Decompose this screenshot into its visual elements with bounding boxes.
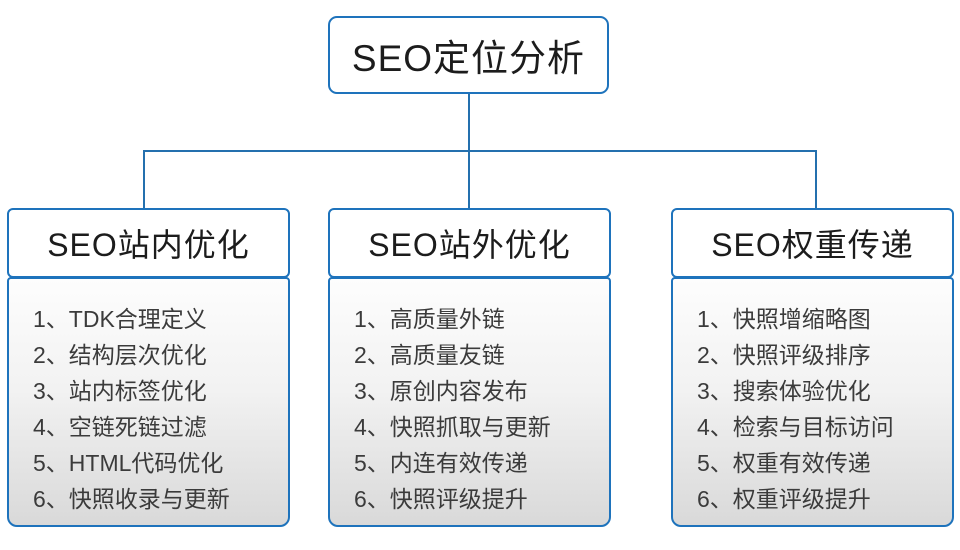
branch-title: SEO站内优化 [47, 227, 250, 263]
connector-drop-right [815, 150, 817, 208]
list-item: 5、权重有效传递 [697, 450, 871, 476]
list-item: 6、快照评级提升 [354, 486, 528, 512]
list-item: 3、原创内容发布 [354, 378, 528, 404]
connector-drop-left [143, 150, 145, 208]
list-item: 1、快照增缩略图 [697, 306, 871, 332]
connector-drop-middle [468, 150, 470, 208]
branch-onsite-optimization: SEO站内优化 1、TDK合理定义 2、结构层次优化 3、站内标签优化 4、空链… [7, 208, 290, 527]
root-node: SEO定位分析 [328, 16, 609, 94]
list-item: 6、权重评级提升 [697, 486, 871, 512]
branch-title: SEO权重传递 [711, 227, 914, 263]
connector-horizontal-bar [143, 150, 817, 152]
branch-list-weight: 1、快照增缩略图 2、快照评级排序 3、搜索体验优化 4、检索与目标访问 5、权… [671, 277, 954, 527]
list-item: 1、高质量外链 [354, 306, 505, 332]
branch-list-onsite: 1、TDK合理定义 2、结构层次优化 3、站内标签优化 4、空链死链过滤 5、H… [7, 277, 290, 527]
list-item: 2、快照评级排序 [697, 342, 871, 368]
list-item: 3、站内标签优化 [33, 378, 207, 404]
list-item: 4、快照抓取与更新 [354, 414, 551, 440]
branch-title: SEO站外优化 [368, 227, 571, 263]
connector-root-stem [468, 94, 470, 151]
branch-list-offsite: 1、高质量外链 2、高质量友链 3、原创内容发布 4、快照抓取与更新 5、内连有… [328, 277, 611, 527]
list-item: 1、TDK合理定义 [33, 306, 207, 332]
list-item: 6、快照收录与更新 [33, 486, 230, 512]
list-item: 4、空链死链过滤 [33, 414, 207, 440]
branch-header-onsite: SEO站内优化 [7, 208, 290, 278]
list-item: 2、结构层次优化 [33, 342, 207, 368]
list-item: 4、检索与目标访问 [697, 414, 894, 440]
root-title: SEO定位分析 [351, 38, 586, 79]
branch-weight-transfer: SEO权重传递 1、快照增缩略图 2、快照评级排序 3、搜索体验优化 4、检索与… [671, 208, 954, 527]
list-item: 5、HTML代码优化 [33, 450, 224, 476]
branch-header-weight: SEO权重传递 [671, 208, 954, 278]
branch-offsite-optimization: SEO站外优化 1、高质量外链 2、高质量友链 3、原创内容发布 4、快照抓取与… [328, 208, 611, 527]
branch-header-offsite: SEO站外优化 [328, 208, 611, 278]
list-item: 5、内连有效传递 [354, 450, 528, 476]
list-item: 3、搜索体验优化 [697, 378, 871, 404]
list-item: 2、高质量友链 [354, 342, 505, 368]
